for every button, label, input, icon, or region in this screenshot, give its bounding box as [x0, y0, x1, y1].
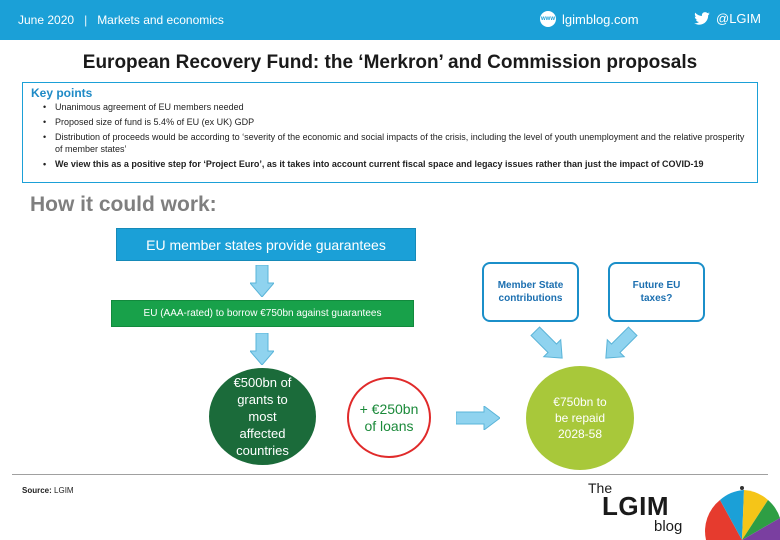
repaid-line: 2028-58 — [557, 427, 603, 441]
source-label: Source: — [22, 486, 52, 495]
borrow-box: EU (AAA-rated) to borrow €750bn against … — [111, 300, 414, 327]
header-separator: | — [84, 13, 88, 27]
site-label: lgimblog.com — [562, 11, 639, 27]
repaid-line: be repaid — [554, 411, 606, 425]
source-value: LGIM — [54, 486, 74, 495]
member-state-line: Member State — [497, 280, 564, 291]
grants-line: most — [248, 409, 277, 424]
key-points-list: Unanimous agreement of EU members needed… — [31, 102, 749, 170]
loans-line: + €250bn — [359, 400, 419, 417]
twitter-bird-icon — [694, 12, 710, 25]
twitter-handle: @LGIM — [716, 11, 761, 26]
down-arrow-icon — [250, 333, 274, 365]
umbrella-icon — [705, 486, 780, 540]
key-point-item: Distribution of proceeds would be accord… — [43, 132, 749, 155]
grants-line: affected — [239, 426, 286, 441]
www-globe-icon: www — [540, 11, 556, 27]
right-arrow-icon — [456, 406, 500, 430]
member-state-line: contributions — [498, 293, 563, 304]
future-eu-line: taxes? — [640, 293, 673, 304]
header-date: June 2020 — [18, 13, 75, 27]
loans-circle: + €250bn of loans — [347, 377, 431, 458]
brand-the: The — [588, 480, 613, 496]
repaid-circle: €750bn to be repaid 2028-58 — [526, 366, 634, 470]
section-subheading: How it could work: — [30, 193, 217, 216]
future-eu-line: Future EU — [632, 280, 681, 291]
grants-line: €500bn of — [233, 375, 292, 390]
footer-divider — [12, 474, 768, 475]
site-link[interactable]: www lgimblog.com — [540, 11, 639, 27]
twitter-link[interactable]: @LGIM — [694, 11, 761, 26]
header-left: June 2020 | Markets and economics — [18, 13, 224, 27]
key-point-item: Unanimous agreement of EU members needed — [43, 102, 749, 114]
brand-lgim: LGIM — [602, 491, 669, 521]
grants-line: countries — [236, 443, 289, 458]
header-bar: June 2020 | Markets and economics www lg… — [0, 0, 780, 40]
brand-blog: blog — [654, 518, 683, 535]
key-point-item: Proposed size of fund is 5.4% of EU (ex … — [43, 117, 749, 129]
page-title: European Recovery Fund: the ‘Merkron’ an… — [82, 52, 698, 73]
loans-line: of loans — [364, 417, 414, 434]
guarantees-box: EU member states provide guarantees — [116, 228, 416, 261]
member-state-contributions-box: Member State contributions — [482, 262, 579, 322]
key-point-item-highlight: We view this as a positive step for ‘Pro… — [43, 159, 749, 171]
future-eu-taxes-box: Future EU taxes? — [608, 262, 705, 322]
diagonal-arrow-icon — [605, 326, 638, 359]
diagonal-arrow-icon — [530, 326, 563, 359]
grants-line: grants to — [237, 392, 288, 407]
grants-circle: €500bn of grants to most affected countr… — [209, 368, 316, 465]
header-section: Markets and economics — [97, 13, 224, 27]
key-points-heading: Key points — [31, 86, 93, 100]
repaid-line: €750bn to — [553, 395, 607, 409]
source-note: Source: LGIM — [22, 486, 74, 495]
down-arrow-icon — [250, 265, 274, 297]
key-points-box: Key points Unanimous agreement of EU mem… — [22, 82, 758, 183]
